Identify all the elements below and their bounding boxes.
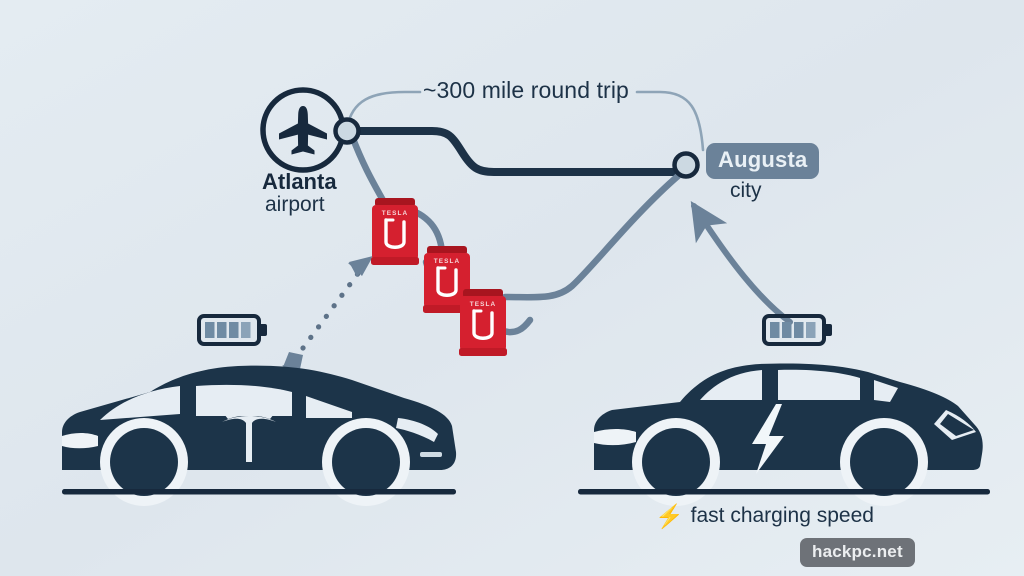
lightning-bolt-icon: ⚡ <box>655 503 684 529</box>
tesla-t-logo-icon <box>222 409 276 462</box>
augusta-pointer-arrow <box>690 200 793 325</box>
augusta-node-badge[interactable]: Augusta <box>706 143 820 179</box>
tesla-sedan-icon <box>62 365 457 506</box>
right-ground-line <box>578 489 990 495</box>
route-distance-label: ~300 mile round trip <box>423 77 629 103</box>
augusta-node[interactable] <box>672 151 700 179</box>
left-battery-icon <box>197 314 267 346</box>
supercharger-station-2[interactable]: TESLA <box>423 246 471 313</box>
right-battery-icon <box>762 314 832 346</box>
atlanta-node-sublabel: airport <box>265 193 325 216</box>
charger-brand-label: TESLA <box>382 210 408 217</box>
charging-link-dotted-arrow <box>282 256 373 370</box>
supercharger-station-3[interactable]: TESLA <box>459 289 507 356</box>
car-lightning-bolt-icon <box>752 404 784 474</box>
watermark-badge: hackpc.net <box>800 538 915 567</box>
atlanta-node-label: Atlanta <box>262 169 337 194</box>
augusta-node-sublabel: city <box>730 179 762 202</box>
charger-brand-label: TESLA <box>434 258 460 265</box>
atlanta-airport-node[interactable] <box>260 87 361 173</box>
fast-charging-caption-text: fast charging speed <box>690 504 874 528</box>
left-ground-line <box>62 489 456 495</box>
primary-route-line <box>343 127 690 176</box>
airplane-icon <box>279 106 327 155</box>
fast-charging-caption: ⚡ fast charging speed <box>655 505 874 528</box>
charger-brand-label: TESLA <box>470 301 496 308</box>
supercharger-station-1[interactable]: TESLA <box>371 198 419 265</box>
ev-hatchback-icon <box>578 363 990 506</box>
